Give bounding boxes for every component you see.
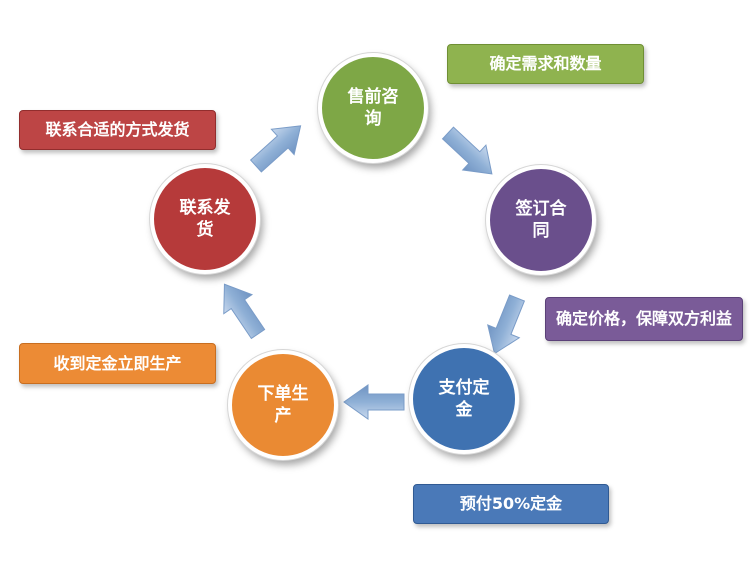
node-consult-label: 售前咨询 (347, 87, 399, 129)
note-consult-text: 确定需求和数量 (489, 54, 602, 73)
node-shipping-label: 联系发货 (179, 198, 231, 240)
arrow-consult-to-contract (441, 126, 493, 175)
note-consult: 确定需求和数量 (447, 44, 644, 84)
note-payment-text: 预付50%定金 (459, 494, 563, 513)
note-production-text: 收到定金立即生产 (53, 353, 182, 373)
note-shipping: 联系合适的方式发货 (19, 110, 216, 150)
node-production: 下单生产 (228, 350, 338, 460)
note-contract: 确定价格，保障双方利益 (545, 297, 743, 341)
node-consult: 售前咨询 (318, 53, 428, 163)
node-contract: 签订合同 (486, 165, 596, 275)
arrow-production-to-shipping (223, 283, 266, 340)
note-contract-text: 确定价格，保障双方利益 (555, 309, 732, 328)
arrow-contract-to-payment (487, 294, 526, 355)
arrow-payment-to-production (343, 384, 405, 420)
node-payment: 支付定金 (409, 344, 519, 454)
node-production-label: 下单生产 (257, 384, 309, 426)
note-production: 收到定金立即生产 (19, 343, 216, 384)
node-contract-label: 签订合同 (515, 199, 567, 241)
node-shipping: 联系发货 (150, 164, 260, 274)
note-payment: 预付50%定金 (413, 484, 609, 524)
node-payment-label: 支付定金 (438, 378, 490, 420)
note-shipping-text: 联系合适的方式发货 (45, 120, 190, 139)
arrow-shipping-to-consult (249, 125, 302, 173)
